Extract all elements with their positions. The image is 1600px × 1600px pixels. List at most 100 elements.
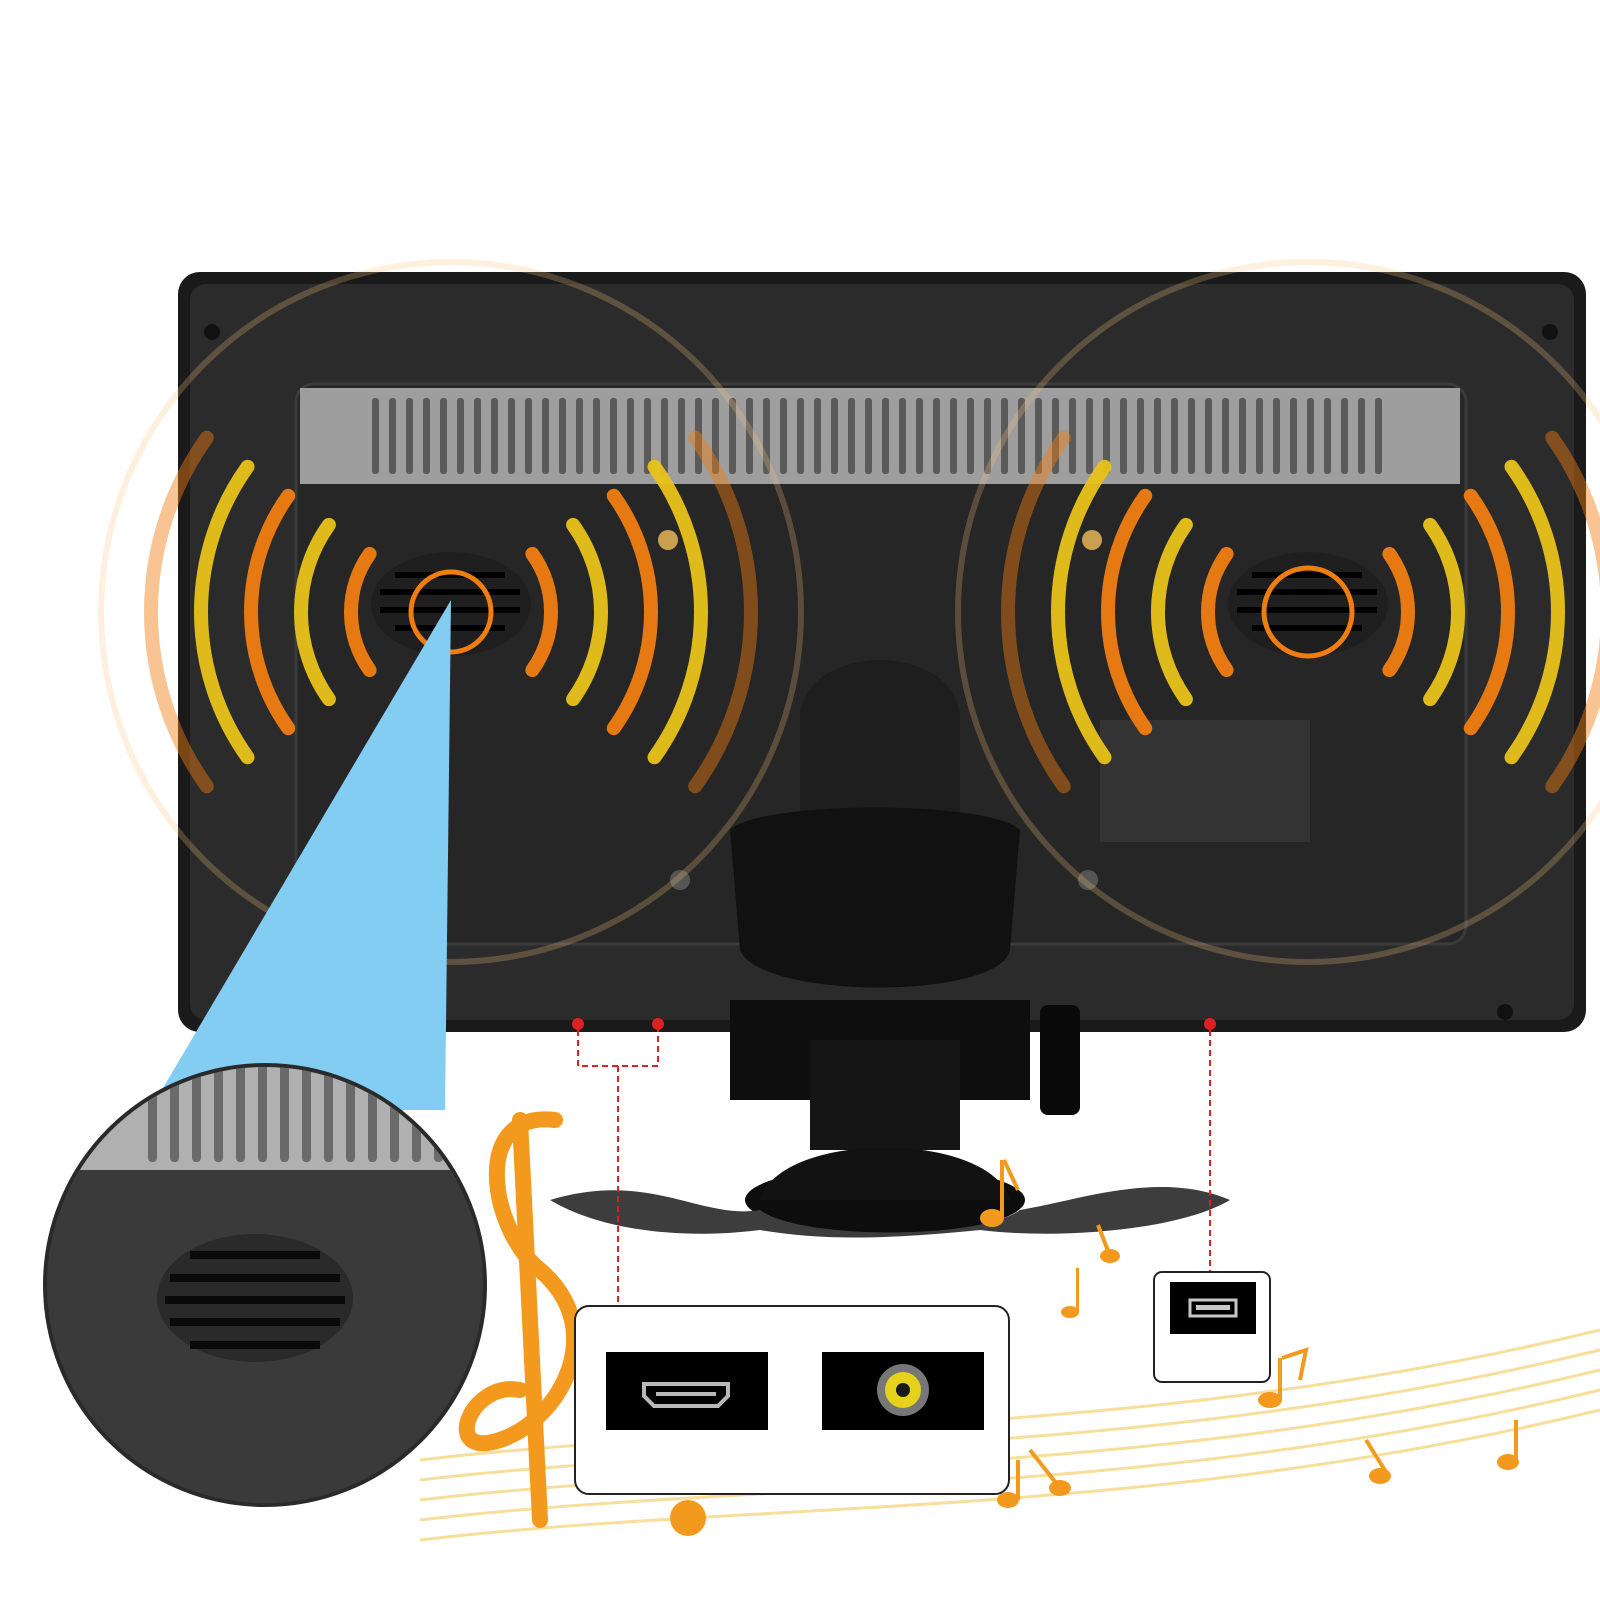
sound-wave-arc: [1545, 430, 1600, 794]
sound-wave-arc: [1504, 459, 1565, 765]
vent-slot: [456, 1067, 465, 1162]
port-connector-lines: [572, 1018, 1216, 1304]
vent-slot: [192, 1067, 201, 1162]
sound-wave-halo: [955, 259, 1600, 965]
vent-slot: [258, 1067, 267, 1162]
vent-slot: [984, 398, 991, 474]
vent-slot: [814, 398, 821, 474]
sound-wave-arc: [688, 430, 758, 794]
vent-slot: [372, 398, 379, 474]
vent-slot: [933, 398, 940, 474]
sound-wave-arc: [525, 546, 558, 678]
tilt-knob: [1040, 1005, 1080, 1115]
vent-slot: [1222, 398, 1229, 474]
vent-slot: [148, 1067, 157, 1162]
eighth-note-icon: [1364, 1438, 1391, 1484]
sound-wave-arc: [566, 517, 608, 707]
vent-slot: [593, 398, 600, 474]
speaker-left: [371, 552, 531, 656]
vent-slot: [525, 398, 532, 474]
vent-slot: [280, 1067, 289, 1162]
vent-slot: [542, 398, 549, 474]
vent-slot: [1069, 398, 1076, 474]
vent-slot: [899, 398, 906, 474]
eighth-note-icon: [1061, 1268, 1079, 1318]
vent-slot: [1256, 398, 1263, 474]
vent-slot: [1341, 398, 1348, 474]
eighth-note-icon: [1096, 1224, 1120, 1263]
vent-slot: [1001, 398, 1008, 474]
vent-slot: [1324, 398, 1331, 474]
sound-wave-arc: [1201, 546, 1234, 678]
sound-wave-arc: [1051, 459, 1112, 765]
vent-slot: [1205, 398, 1212, 474]
hdmi-port-icon: [642, 1382, 730, 1408]
sound-wave-arc: [647, 459, 708, 765]
vent-slot: [831, 398, 838, 474]
vent-slot: [1086, 398, 1093, 474]
vent-slot: [916, 398, 923, 474]
vent-slot: [882, 398, 889, 474]
vent-slot: [302, 1067, 311, 1162]
mount-plate: [800, 660, 960, 840]
vent-slot: [491, 398, 498, 474]
vent-slot: [661, 398, 668, 474]
vent-slot: [440, 398, 447, 474]
vent-slot: [950, 398, 957, 474]
vent-slot: [644, 398, 651, 474]
sound-wave-arc: [244, 488, 296, 736]
vent-slot: [1120, 398, 1127, 474]
sound-wave-arc: [1463, 488, 1516, 736]
speaker-right: [1228, 552, 1388, 659]
vent-slot: [474, 398, 481, 474]
sound-wave-arc: [606, 488, 658, 736]
screw-icon: [1078, 870, 1098, 890]
vent-slot: [236, 1067, 245, 1162]
eighth-note-icon: [1497, 1420, 1519, 1470]
vent-slot: [423, 398, 430, 474]
vent-slot: [746, 398, 753, 474]
monitor-stand: [550, 807, 1230, 1238]
vent-slot: [508, 398, 515, 474]
vent-slot: [1358, 398, 1365, 474]
port-inset-hdmi-av: [574, 1305, 1010, 1495]
screw-icon: [204, 324, 220, 340]
vent-slot: [1154, 398, 1161, 474]
vent-slot: [695, 398, 702, 474]
port-inset-usb: [1153, 1271, 1271, 1383]
sound-wave-arc: [144, 430, 214, 794]
vent-slot: [1171, 398, 1178, 474]
vent-slot: [324, 1067, 333, 1162]
vent-slot: [1103, 398, 1110, 474]
eighth-note-icon: [997, 1460, 1020, 1508]
vent-slot: [1035, 398, 1042, 474]
vent-slot: [797, 398, 804, 474]
vent-slot: [214, 1067, 223, 1162]
sound-wave-arc: [1001, 430, 1071, 794]
vent-slot: [389, 398, 396, 474]
vent-slot: [1290, 398, 1297, 474]
monitor-back: [178, 272, 1586, 1032]
vent-slot: [1307, 398, 1314, 474]
music-notes-decoration: [458, 1111, 1519, 1536]
vent-slot: [406, 398, 413, 474]
vent-slot: [1188, 398, 1195, 474]
treble-clef-icon: [458, 1111, 583, 1528]
vent-slot: [559, 398, 566, 474]
speaker-zoom-callout: [43, 600, 487, 1507]
vent-slot: [763, 398, 770, 474]
sound-wave-arc: [1151, 517, 1193, 707]
screw-icon: [670, 870, 690, 890]
vent-slot: [1375, 398, 1382, 474]
label-plate: [1100, 720, 1310, 842]
vent-slot: [346, 1067, 355, 1162]
eighth-note-icon: [1258, 1347, 1309, 1408]
vent-slot: [1018, 398, 1025, 474]
suction-base: [550, 1187, 1230, 1238]
vent-slot: [627, 398, 634, 474]
sound-wave-arcs: [98, 259, 1600, 965]
usb-port-icon: [1188, 1298, 1238, 1318]
sound-wave-arc: [1423, 517, 1465, 707]
screw-icon: [1542, 324, 1558, 340]
